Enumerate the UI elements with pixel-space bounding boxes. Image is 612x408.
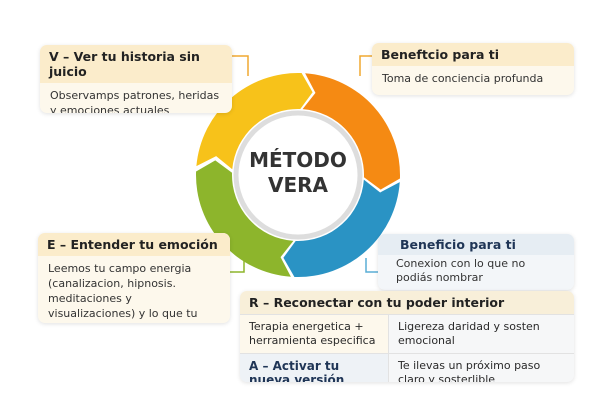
step-e-title: E – Entender tu emoción (38, 233, 230, 256)
benefit-right-body: Conexion con lo que no podiás nombrar (396, 257, 526, 284)
benefit-right-title: Beneficio para ti (378, 234, 574, 255)
step-e-card: E – Entender tu emoción Leemos tu campo … (38, 233, 230, 323)
segment-blue (283, 179, 400, 277)
step-r-benefit: Ligereza daridad y sosten emocional (388, 314, 574, 354)
step-v-body: Observamps patrones, heridas y emociones… (50, 89, 220, 113)
steps-r-a-table: R – Reconectar con tu poder interior Ter… (240, 291, 574, 382)
connector-arrows (230, 55, 378, 273)
segment-yellow (196, 73, 313, 170)
step-v-title: V – Ver tu historia sin juicio (40, 45, 232, 83)
step-a-benefit: Te ilevas un próximo paso claro y soster… (388, 353, 574, 382)
benefit-top-card: Beneftcio para ti Toma de conciencia pro… (372, 43, 574, 95)
step-a-title: A – Activar tu nueva versión (240, 353, 389, 382)
table-row: Terapia energetica + herramienta especif… (240, 314, 574, 354)
step-r-body: Terapia energetica + herramienta especif… (240, 314, 389, 354)
benefit-right-card: Beneficio para ti Conexion con lo que no… (378, 234, 574, 290)
step-r-title: R – Reconectar con tu poder interior (240, 291, 574, 314)
segment-orange (302, 73, 400, 190)
benefit-top-title: Beneftcio para ti (372, 43, 574, 66)
center-circle (233, 110, 363, 240)
step-e-body: Leemos tu campo energia (canalizacion, h… (48, 262, 198, 323)
segment-green (196, 160, 294, 277)
benefit-top-body: Toma de conciencia profunda (382, 72, 544, 85)
step-v-card: V – Ver tu historia sin juicio Observamp… (40, 45, 232, 113)
